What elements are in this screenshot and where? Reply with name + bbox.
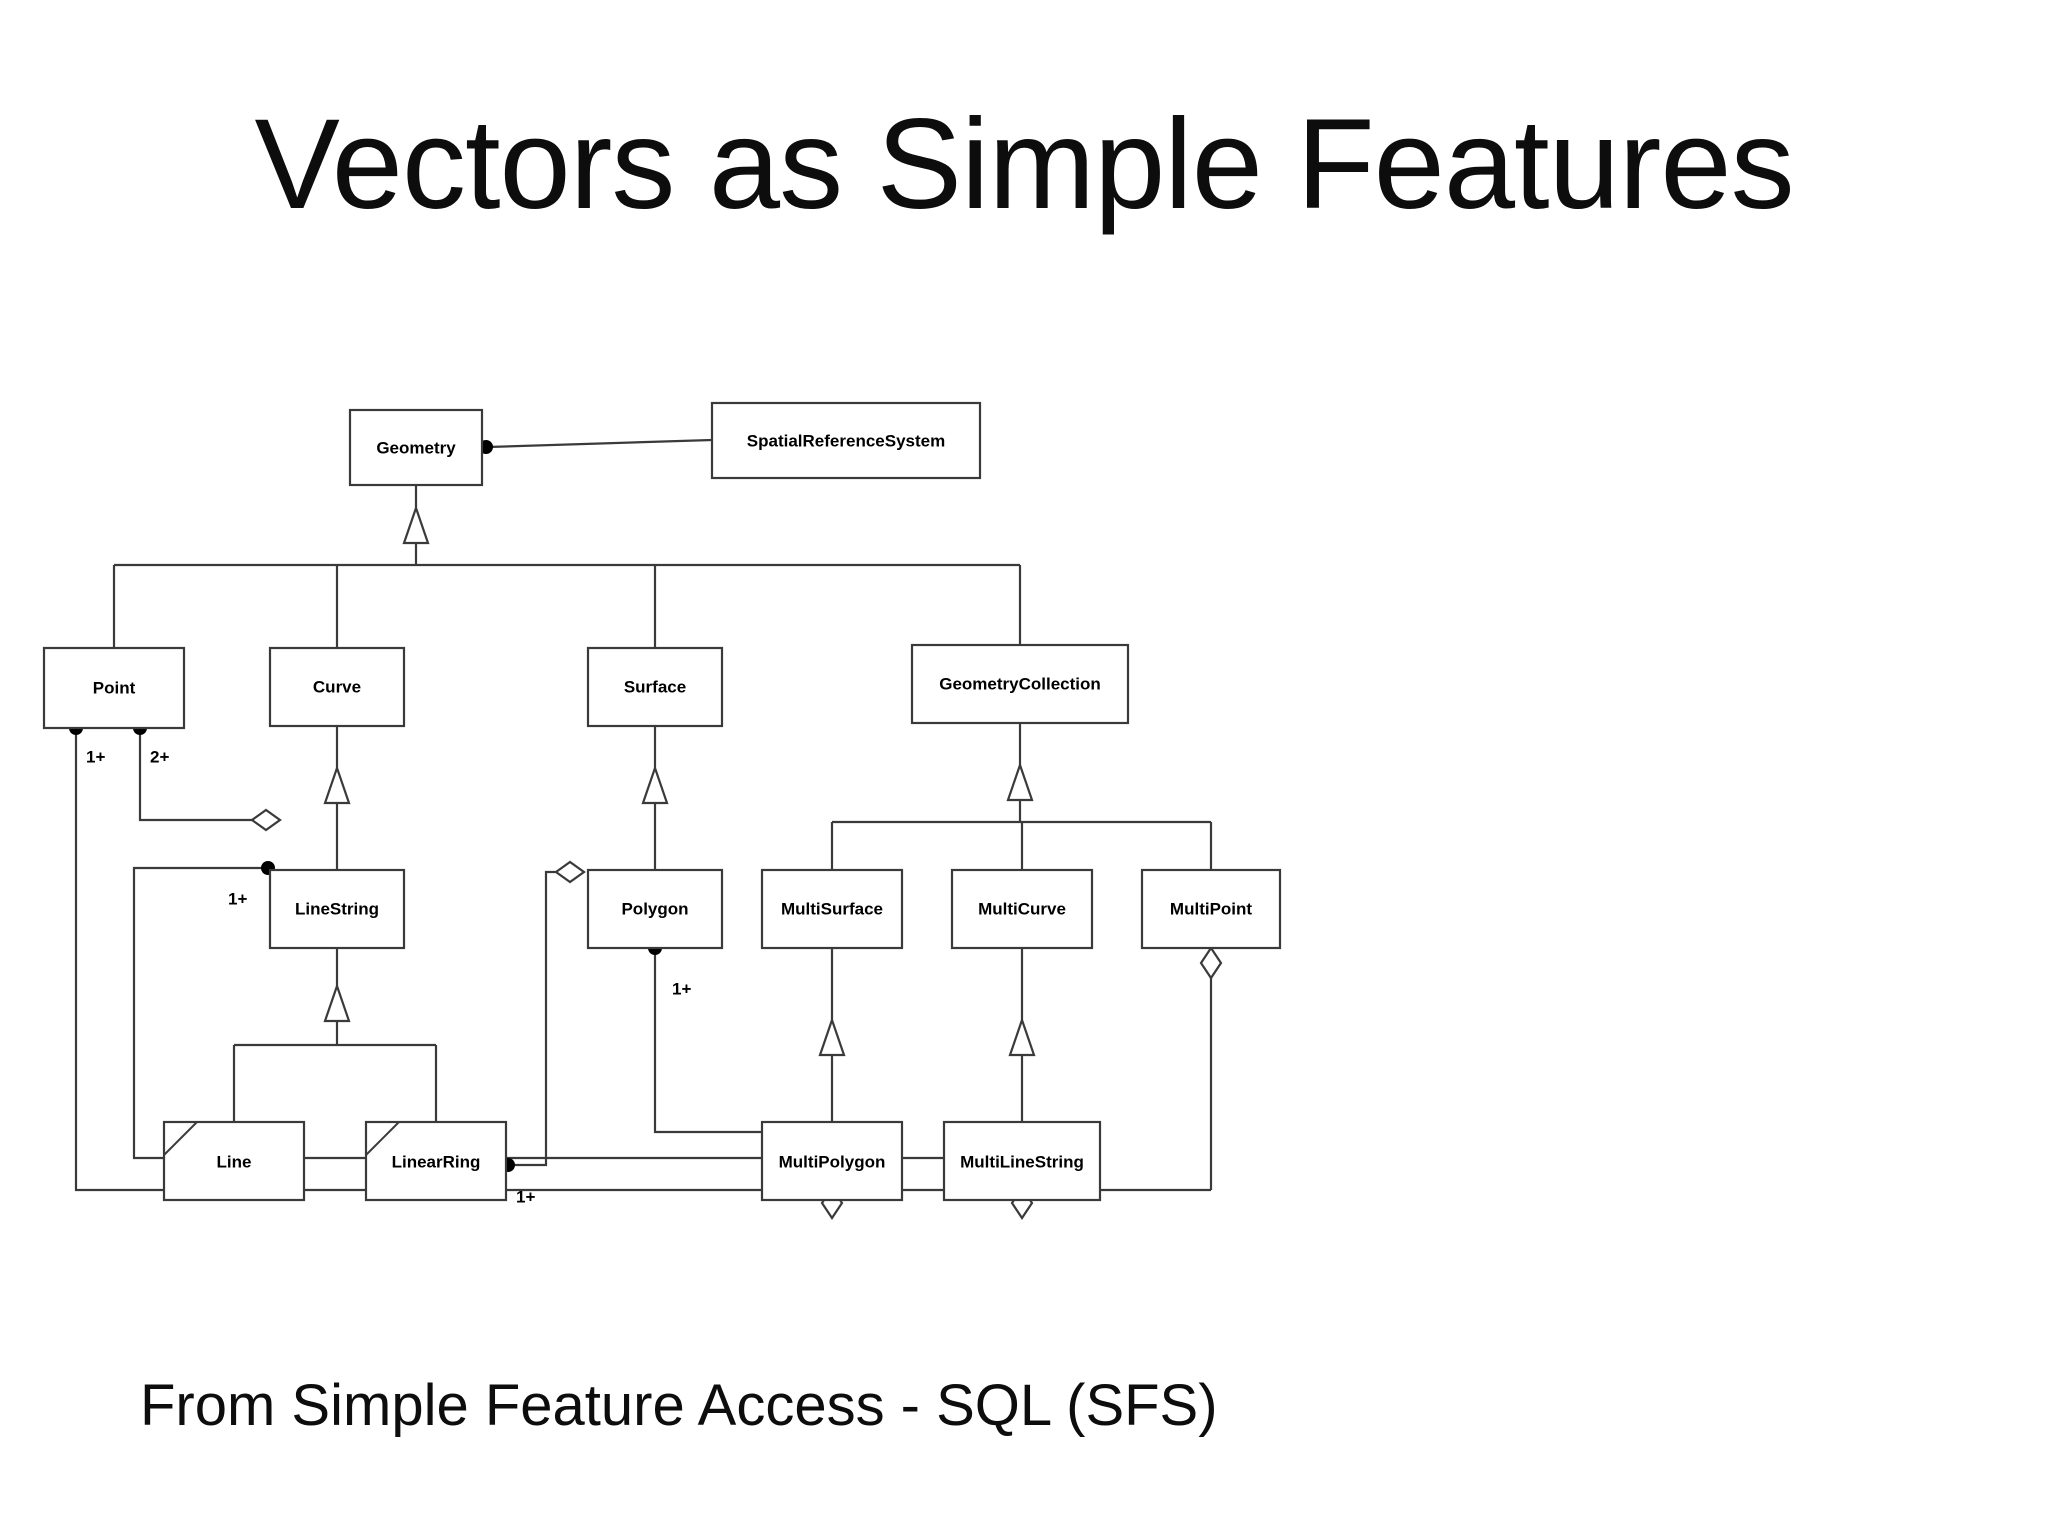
page-title: Vectors as Simple Features bbox=[254, 93, 1794, 236]
generalization-arrow-gc bbox=[1006, 761, 1034, 802]
class-label-line: Line bbox=[217, 1152, 252, 1171]
aggregation-diamond-polygon-linearring bbox=[554, 860, 586, 884]
generalization-arrow-multicurve bbox=[1008, 1016, 1036, 1057]
multiplicity-point-1plus: 1+ bbox=[86, 747, 105, 766]
class-node-multilinestring[interactable]: MultiLineString bbox=[942, 1120, 1102, 1202]
class-node-multicurve[interactable]: MultiCurve bbox=[950, 868, 1094, 950]
class-label-multilinestring: MultiLineString bbox=[960, 1152, 1084, 1171]
multiplicity-labels: 1+ 2+ 1+ 1+ 1+ bbox=[86, 747, 691, 1206]
class-node-line[interactable]: Line bbox=[162, 1120, 306, 1202]
edge-point-linestring bbox=[138, 728, 252, 822]
edge-geometry-spatialref bbox=[487, 438, 713, 449]
class-node-geometry[interactable]: Geometry bbox=[348, 408, 484, 487]
class-label-geometrycollection: GeometryCollection bbox=[939, 674, 1101, 693]
edge-polygon-multipolygon bbox=[653, 948, 832, 1134]
class-node-linestring[interactable]: LineString bbox=[268, 868, 406, 950]
edge-linestring-multilinestring bbox=[132, 866, 1022, 1160]
generalization-arrow-multisurface bbox=[818, 1016, 846, 1057]
class-label-multipolygon: MultiPolygon bbox=[779, 1152, 886, 1171]
aggregation-diamond-linestring-point bbox=[250, 808, 282, 832]
edge-gc-bus bbox=[830, 800, 1213, 870]
note-corner-icon-linearring bbox=[365, 1121, 400, 1156]
class-label-surface: Surface bbox=[624, 677, 686, 696]
class-node-geometrycollection[interactable]: GeometryCollection bbox=[910, 643, 1130, 725]
class-node-multipolygon[interactable]: MultiPolygon bbox=[760, 1120, 904, 1202]
multiplicity-polygon-1plus: 1+ bbox=[672, 979, 691, 998]
class-label-multipoint: MultiPoint bbox=[1170, 899, 1252, 918]
association-edges bbox=[69, 438, 1223, 1220]
class-node-surface[interactable]: Surface bbox=[586, 646, 724, 728]
class-node-point[interactable]: Point bbox=[42, 646, 186, 730]
class-node-linearring[interactable]: LinearRing bbox=[364, 1120, 508, 1202]
class-label-geometry: Geometry bbox=[376, 438, 456, 457]
class-label-curve: Curve bbox=[313, 677, 361, 696]
aggregation-diamond-multipoint bbox=[1199, 946, 1223, 980]
class-label-multicurve: MultiCurve bbox=[978, 899, 1066, 918]
edge-point-multipoint bbox=[74, 728, 1211, 1192]
class-label-point: Point bbox=[93, 678, 136, 697]
generalization-edges bbox=[112, 485, 1213, 1122]
multiplicity-linearring-1plus: 1+ bbox=[516, 1187, 535, 1206]
edge-geometry-to-children bbox=[112, 543, 1022, 648]
generalization-arrow-linestring bbox=[323, 982, 351, 1023]
class-label-multisurface: MultiSurface bbox=[781, 899, 883, 918]
edge-linestring-bus bbox=[232, 1021, 438, 1122]
note-corner-icon-line bbox=[163, 1121, 198, 1156]
class-label-linestring: LineString bbox=[295, 899, 379, 918]
class-node-multipoint[interactable]: MultiPoint bbox=[1140, 868, 1282, 950]
edge-linearring-polygon bbox=[508, 870, 570, 1167]
generalization-arrow-surface bbox=[641, 764, 669, 805]
slide-caption: From Simple Feature Access - SQL (SFS) bbox=[140, 1373, 1218, 1438]
uml-class-diagram: Geometry SpatialReferenceSystem Point Cu… bbox=[42, 401, 1282, 1220]
class-label-linearring: LinearRing bbox=[392, 1152, 481, 1171]
class-label-spatialreferencesystem: SpatialReferenceSystem bbox=[747, 431, 945, 450]
class-node-spatialreferencesystem[interactable]: SpatialReferenceSystem bbox=[710, 401, 982, 480]
class-boxes: Geometry SpatialReferenceSystem Point Cu… bbox=[42, 401, 1282, 1202]
multiplicity-linestring-1plus: 1+ bbox=[228, 889, 247, 908]
multiplicity-point-2plus: 2+ bbox=[150, 747, 169, 766]
class-label-polygon: Polygon bbox=[621, 899, 688, 918]
generalization-arrow-geometry bbox=[402, 504, 430, 545]
class-node-multisurface[interactable]: MultiSurface bbox=[760, 868, 904, 950]
class-node-polygon[interactable]: Polygon bbox=[586, 868, 724, 950]
generalization-arrow-curve bbox=[323, 764, 351, 805]
class-node-curve[interactable]: Curve bbox=[268, 646, 406, 728]
